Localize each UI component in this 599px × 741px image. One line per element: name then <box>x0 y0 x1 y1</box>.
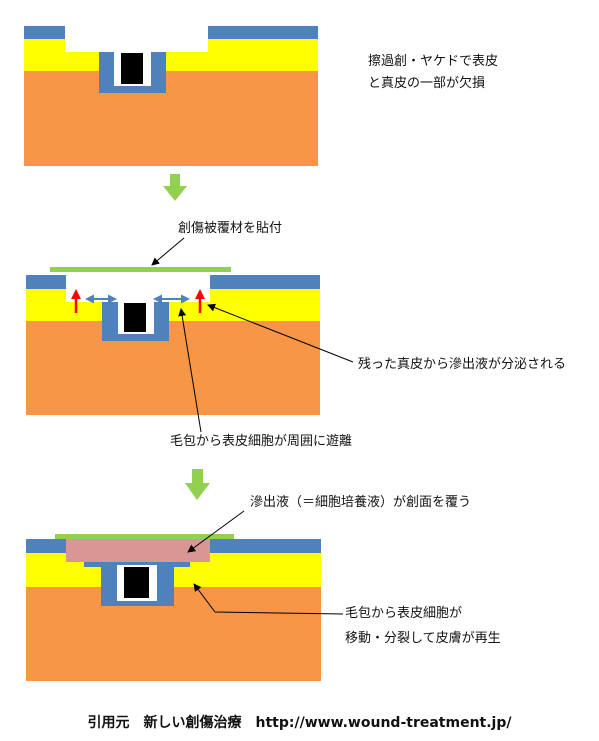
panel-1-skin-wound <box>24 24 318 166</box>
label-apply-dressing: 創傷被覆材を貼付 <box>178 221 283 236</box>
callout-exudate-cover: 滲出液（＝細胞培養液）が創面を覆う <box>250 495 472 510</box>
callout-epidermal-migration: 毛包から表皮細胞が周囲に遊離 <box>170 434 353 449</box>
hair-shaft <box>124 303 146 332</box>
leader-migration <box>178 308 202 433</box>
hair-shaft <box>124 567 149 598</box>
note-panel-1-line-2: と真皮の一部が欠損 <box>368 76 486 91</box>
note-panel-1-line-1: 擦過創・ヤケドで表皮 <box>368 54 499 69</box>
dermis-layer <box>26 320 320 415</box>
wound-defect <box>65 24 208 52</box>
wound-defect <box>66 272 210 302</box>
callout-regeneration-line-1: 毛包から表皮細胞が <box>345 606 463 621</box>
leader-dressing <box>151 237 185 266</box>
migrating-epidermis-left <box>84 560 108 567</box>
wound-dressing <box>50 267 231 272</box>
exudate-fill <box>66 539 210 562</box>
migrating-epidermis-right <box>166 560 190 567</box>
dermis-layer <box>24 70 318 166</box>
source-credit: 引用元 新しい創傷治療 http://www.wound-treatment.j… <box>87 715 512 731</box>
callout-regeneration-line-2: 移動・分裂して皮膚が再生 <box>345 631 501 646</box>
panel-3-moist-healing <box>26 534 321 681</box>
leader-regeneration <box>193 583 344 615</box>
step-arrow-1 <box>163 174 187 201</box>
callout-exudate-secretion: 残った真皮から滲出液が分泌される <box>358 357 567 372</box>
hair-shaft <box>121 53 143 84</box>
leader-exudate-cover <box>187 510 245 553</box>
leader-exudate <box>207 303 354 363</box>
panel-2-dressing-applied <box>26 267 320 415</box>
wound-dressing <box>55 534 234 539</box>
step-arrow-2 <box>185 469 210 500</box>
